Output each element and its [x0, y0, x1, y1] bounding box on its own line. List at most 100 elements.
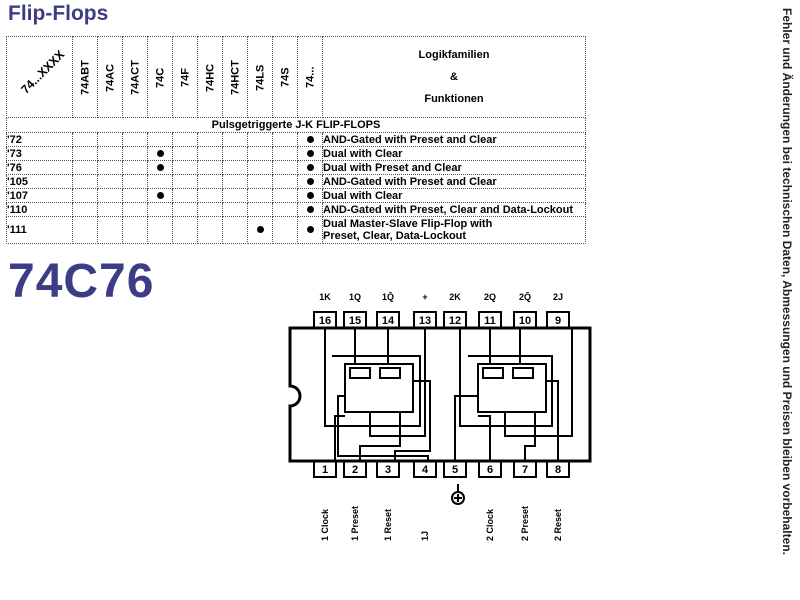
family-cell — [72, 146, 98, 161]
bottom-pin-label: 1 Clock — [320, 508, 330, 541]
family-cell — [247, 132, 273, 147]
bottom-pin: 7 — [513, 460, 537, 478]
family-cell — [247, 146, 273, 161]
bottom-pin-number: 5 — [452, 464, 458, 476]
table-header-row: 74...XXXX 74ABT 74AC 74ACT 74C 74F 74HC … — [6, 36, 586, 118]
family-header: 74ACT — [122, 36, 148, 118]
family-cell — [72, 188, 98, 203]
family-cell — [272, 132, 298, 147]
family-cell — [97, 160, 123, 175]
top-pin-number: 15 — [349, 315, 361, 327]
top-pin-label: + — [422, 292, 427, 302]
family-cell — [197, 160, 223, 175]
family-cell — [197, 132, 223, 147]
top-pin: 14 — [376, 311, 400, 329]
family-cell — [72, 216, 98, 244]
top-pin: 13 — [413, 311, 437, 329]
family-cell — [122, 174, 148, 189]
bottom-pin-label: 2 Clock — [485, 508, 495, 541]
top-pin-label: 1K — [319, 292, 331, 302]
top-pin: 11 — [478, 311, 502, 329]
row-description-line: AND-Gated with Preset and Clear — [323, 175, 497, 188]
family-header: 74HC — [197, 36, 223, 118]
family-header: 74C — [147, 36, 173, 118]
top-pin-label: 2K — [449, 292, 461, 302]
bottom-pin-label: 2 Preset — [520, 506, 530, 541]
family-cell — [272, 174, 298, 189]
top-pin-number: 12 — [449, 315, 461, 327]
row-code: '72 — [6, 132, 73, 147]
family-cell — [222, 202, 248, 217]
availability-dot-icon — [256, 226, 264, 233]
row-description: Dual with Clear — [322, 188, 586, 203]
availability-dot-icon — [306, 135, 314, 143]
row-description-line: Dual Master-Slave Flip-Flop with — [323, 218, 493, 230]
row-description-line: Preset, Clear, Data-Lockout — [323, 230, 467, 242]
row-description-line: Dual with Clear — [323, 147, 403, 160]
bottom-pin: 8 — [546, 460, 570, 478]
family-cell — [247, 174, 273, 189]
row-code: '110 — [6, 202, 73, 217]
family-cell — [297, 146, 323, 161]
top-pin-number: 10 — [519, 315, 531, 327]
top-pin-number: 14 — [382, 315, 395, 327]
row-description: AND-Gated with Preset, Clear and Data-Lo… — [322, 202, 586, 217]
bottom-pin-label: 1J — [420, 531, 430, 541]
family-cell — [72, 174, 98, 189]
top-pin: 10 — [513, 311, 537, 329]
family-cell — [272, 160, 298, 175]
corner-label: 74...XXXX — [18, 47, 68, 97]
top-pin: 12 — [443, 311, 467, 329]
bottom-pin-label: 1 Preset — [350, 506, 360, 541]
family-cell — [122, 132, 148, 147]
family-cell — [147, 146, 173, 161]
part-number: 74C76 — [8, 255, 155, 308]
availability-dot-icon — [306, 177, 314, 185]
family-cell — [147, 216, 173, 244]
family-cell — [97, 146, 123, 161]
bottom-pin-number: 2 — [352, 464, 358, 476]
family-cell — [97, 188, 123, 203]
family-cell — [197, 216, 223, 244]
family-header: 74ABT — [72, 36, 98, 118]
family-cell — [247, 188, 273, 203]
top-pin-number: 13 — [419, 315, 431, 327]
availability-dot-icon — [156, 149, 164, 157]
flip-flop-2 — [454, 328, 573, 461]
bottom-pin: 1 — [313, 460, 337, 478]
family-header: 74S — [272, 36, 298, 118]
flip-flop-table: 74...XXXX 74ABT 74AC 74ACT 74C 74F 74HC … — [6, 36, 586, 244]
row-description-line: Dual with Preset and Clear — [323, 161, 462, 174]
family-cell — [272, 202, 298, 217]
right-header: Logikfamilien & Funktionen — [322, 36, 586, 118]
row-code: '105 — [6, 174, 73, 189]
row-description: AND-Gated with Preset and Clear — [322, 132, 586, 147]
availability-dot-icon — [306, 163, 314, 171]
family-cell — [97, 216, 123, 244]
family-cell — [297, 132, 323, 147]
family-header: 74F — [172, 36, 198, 118]
row-description-line: AND-Gated with Preset and Clear — [323, 133, 497, 146]
top-pin-label: 1Q̄ — [382, 292, 394, 302]
row-code: '111 — [6, 216, 73, 244]
family-cell — [97, 174, 123, 189]
row-code: '76 — [6, 160, 73, 175]
family-cell — [222, 174, 248, 189]
availability-dot-icon — [306, 226, 314, 233]
row-description-line: Dual with Clear — [323, 189, 403, 202]
family-cell — [297, 160, 323, 175]
family-cell — [172, 216, 198, 244]
family-cell — [222, 146, 248, 161]
top-pin-number: 16 — [319, 315, 331, 327]
availability-dot-icon — [156, 191, 164, 199]
top-pin: 15 — [343, 311, 367, 329]
family-cell — [172, 174, 198, 189]
family-header: 74LS — [247, 36, 273, 118]
family-cell — [147, 160, 173, 175]
right-header-line: & — [450, 71, 458, 83]
family-cell — [247, 202, 273, 217]
family-cell — [272, 146, 298, 161]
